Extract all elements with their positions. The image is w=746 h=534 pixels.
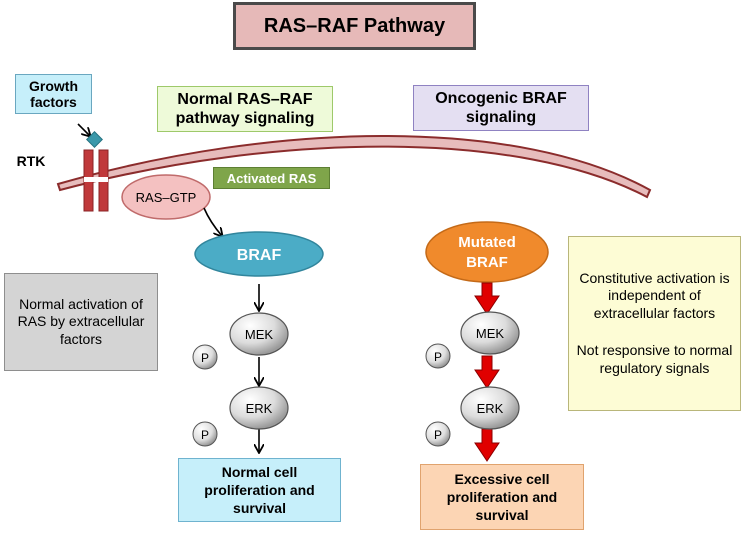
growth-factor-diamond: [86, 131, 103, 148]
mutated-braf-node: [425, 221, 549, 283]
oncogenic-signaling-title: Oncogenic BRAF signaling: [413, 85, 589, 131]
ras-gtp-label: RAS–GTP: [136, 190, 197, 205]
growth-factor-arrow: [77, 123, 90, 136]
growth-factors-label: Growth factors: [15, 74, 92, 114]
phospho-mek-mutant: [425, 343, 451, 369]
rtk-label: RTK: [16, 153, 46, 169]
phospho-label: P: [434, 350, 442, 364]
normal-outcome: Normal cell proliferation and survival: [178, 458, 341, 522]
mutant-erk-to-outcome-arrow: [474, 428, 500, 462]
diagram-title: RAS–RAF Pathway: [233, 2, 476, 50]
phospho-label: P: [201, 351, 209, 365]
not-responsive-text: Not responsive to normal regulatory sign…: [576, 342, 733, 376]
oncogenic-outcome: Excessive cell proliferation and surviva…: [420, 464, 584, 530]
ras-gtp-node: [121, 174, 211, 220]
mutated-braf-label-line1: Mutated: [458, 234, 516, 251]
erk-label-normal: ERK: [246, 401, 273, 416]
mek-node-mutant: [460, 311, 520, 355]
mek-node-normal: [229, 312, 289, 356]
mutated-braf-label-line2: BRAF: [466, 254, 508, 271]
braf-node: [194, 231, 324, 277]
mutant-mek-to-erk-arrow: [474, 355, 500, 389]
activated-ras-label: Activated RAS: [213, 167, 330, 189]
erk-node-normal: [229, 386, 289, 430]
normal-signaling-title: Normal RAS–RAF pathway signaling: [157, 86, 333, 132]
phospho-erk-mutant: [425, 421, 451, 447]
mek-label-mutant: MEK: [476, 326, 505, 341]
cell-membrane: [56, 135, 652, 199]
mutant-braf-to-mek-arrow: [474, 282, 500, 315]
normal-activation-note: Normal activation of RAS by extracellula…: [4, 273, 158, 371]
phospho-label: P: [201, 428, 209, 442]
phospho-erk-normal: [192, 421, 218, 447]
mek-label-normal: MEK: [245, 327, 274, 342]
phospho-mek-normal: [192, 344, 218, 370]
constitutive-activation-text: Constitutive activation is independent o…: [579, 269, 730, 321]
braf-label: BRAF: [237, 247, 282, 264]
rtk-receptor: [83, 149, 109, 212]
erk-node-mutant: [460, 386, 520, 430]
phospho-label: P: [434, 428, 442, 442]
constitutive-activation-note: Constitutive activation is independent o…: [568, 236, 741, 411]
erk-label-mutant: ERK: [477, 401, 504, 416]
ras-to-braf-arrow: [203, 207, 222, 236]
